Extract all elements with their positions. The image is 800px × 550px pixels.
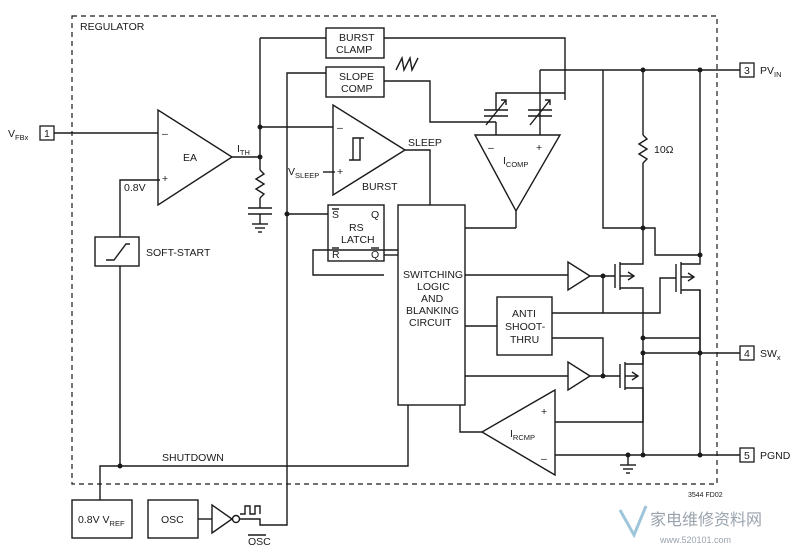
anti-label-3: THRU [510,334,539,346]
pin-5-box [739,447,755,463]
top-driver [567,260,592,292]
icomp-minus: – [488,142,494,154]
burst-label: BURST [362,181,398,193]
watermark-url: www.520101.com [659,535,731,545]
latch-q: Q [371,209,379,221]
figure-code: 3544 FD02 [688,492,723,499]
latch-s: S [332,209,339,221]
pin-5-number: 5 [744,450,750,462]
switching-logic-label-2: LOGIC [417,281,450,293]
v08-label: 0.8V [124,182,146,194]
burst-clamp-label-1: BURST [339,32,375,44]
watermark-logo-icon [618,505,648,539]
osc-pulse-icon [240,505,261,515]
pin-1-number: 1 [44,128,50,140]
ea-amplifier [157,108,234,207]
slope-comp-label-2: COMP [341,83,373,95]
ith-label: ITH [237,143,250,157]
ircmp-comparator [480,388,556,477]
osc-box-label: OSC [161,514,184,526]
slope-comp-block [325,66,385,98]
pin-pgnd-label: PGND [760,450,791,462]
pin-3-number: 3 [744,65,750,77]
watermark-main: 家电维修资料网 [650,511,762,529]
regulator-frame [71,15,718,485]
rs-latch-label-1: RS [349,222,364,234]
switching-logic-label-4: BLANKING [406,305,459,317]
latch-qbar: Q [371,249,379,261]
switching-logic-label-1: SWITCHING [403,269,463,281]
rs-latch-label-2: LATCH [341,234,375,246]
pin-pvin-label: PVIN [760,65,782,79]
switching-logic-block [397,204,466,406]
burst-clamp-block [325,27,385,59]
slope-waveform-icon [395,55,419,73]
vsleep-label: VSLEEP [288,166,319,180]
icomp-label: ICOMP [503,155,528,169]
rs-latch-block [327,204,385,262]
switching-logic-label-5: CIRCUIT [409,317,452,329]
latch-r: R [332,249,340,261]
hysteresis-icon [349,137,364,161]
burst-clamp-label-2: CLAMP [336,44,372,56]
soft-start-block [94,236,140,267]
burst-comparator [332,103,407,197]
pin-4-box [739,345,755,361]
ircmp-plus: + [541,406,547,418]
regulator-label: REGULATOR [80,21,145,33]
ircmp-label: IRCMP [510,428,535,442]
ea-plus: + [162,173,168,185]
shutdown-label: SHUTDOWN [162,452,224,464]
resistor-label: 10Ω [654,144,674,156]
icomp-comparator [473,134,562,213]
pin-vfbx-label: VFBx [8,128,29,142]
resistor-10-ohm [637,134,649,164]
pin-swx-label: SWx [760,348,781,362]
ea-minus: – [162,128,168,140]
burst-minus: – [337,122,343,134]
vref-label: 0.8V VREF [78,514,125,528]
osc-inverter [211,503,234,535]
pin-4-number: 4 [744,348,750,360]
ith-resistor [254,169,266,199]
osc-block [147,499,199,539]
vref-block [71,499,133,539]
watermark: 家电维修资料网 www.520101.com [618,505,762,545]
ircmp-minus: – [541,453,547,465]
ea-label: EA [183,152,197,164]
anti-shoot-thru-block [496,296,553,356]
pin-3-box [739,62,755,78]
bottom-driver [567,360,592,392]
anti-label-2: SHOOT- [505,321,546,333]
slope-comp-label-1: SLOPE [339,71,374,83]
icomp-plus: + [536,142,542,154]
soft-start-label: SOFT-START [146,247,211,259]
anti-label-1: ANTI [512,308,536,320]
burst-plus: + [337,166,343,178]
switching-logic-label-3: AND [421,293,444,305]
osc-out-label: OSC [248,536,271,548]
sleep-label: SLEEP [408,137,442,149]
